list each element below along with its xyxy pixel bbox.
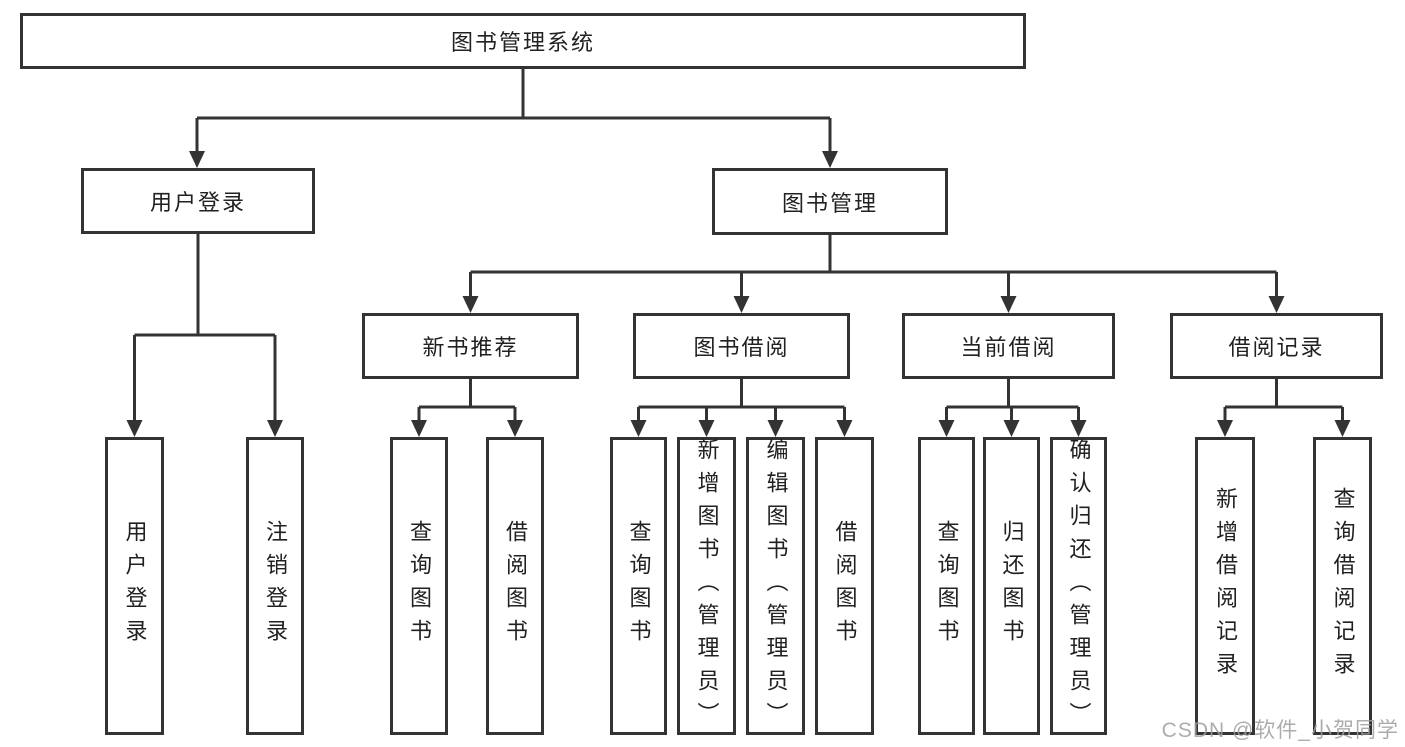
leaf-recommend-borrow-books: 借阅图书 — [486, 437, 544, 735]
node-new-book-recommend: 新书推荐 — [362, 313, 579, 379]
node-borrow-records: 借阅记录 — [1170, 313, 1383, 379]
leaf-borrow-query-books: 查询图书 — [610, 437, 667, 735]
leaf-records-query-record-label: 查询借阅记录 — [1330, 487, 1356, 685]
leaf-recommend-query-books-label: 查询图书 — [407, 520, 432, 652]
leaf-current-return-books-label: 归还图书 — [999, 520, 1025, 652]
watermark: CSDN @软件_小贺同学 — [1161, 719, 1399, 742]
node-user-login: 用户登录 — [81, 168, 315, 234]
leaf-records-add-record: 新增借阅记录 — [1195, 437, 1255, 735]
node-book-borrow: 图书借阅 — [633, 313, 850, 379]
leaf-current-query-books: 查询图书 — [918, 437, 975, 735]
leaf-borrow-borrow-books-label: 借阅图书 — [832, 520, 858, 652]
leaf-current-query-books-label: 查询图书 — [934, 520, 960, 652]
node-book-management: 图书管理 — [712, 168, 948, 235]
leaf-borrow-borrow-books: 借阅图书 — [815, 437, 874, 735]
leaf-records-query-record: 查询借阅记录 — [1313, 437, 1372, 735]
leaf-current-confirm-return-admin: 确认归还（管理员） — [1050, 437, 1107, 735]
leaf-logout-label: 注销登录 — [263, 520, 288, 652]
node-root: 图书管理系统 — [20, 13, 1026, 69]
leaf-borrow-edit-books-admin: 编辑图书（管理员） — [746, 437, 805, 735]
leaf-borrow-edit-books-admin-label: 编辑图书（管理员） — [763, 437, 789, 735]
leaf-user-login: 用户登录 — [105, 437, 164, 735]
leaf-records-add-record-label: 新增借阅记录 — [1213, 487, 1238, 685]
leaf-borrow-add-books-admin-label: 新增图书（管理员） — [694, 437, 720, 735]
leaf-recommend-query-books: 查询图书 — [390, 437, 448, 735]
leaf-user-login-label: 用户登录 — [122, 520, 148, 652]
leaf-recommend-borrow-books-label: 借阅图书 — [503, 520, 528, 652]
leaf-current-confirm-return-admin-label: 确认归还（管理员） — [1066, 437, 1092, 735]
leaf-logout: 注销登录 — [246, 437, 304, 735]
node-current-borrow: 当前借阅 — [902, 313, 1115, 379]
leaf-borrow-add-books-admin: 新增图书（管理员） — [677, 437, 736, 735]
leaf-borrow-query-books-label: 查询图书 — [626, 520, 652, 652]
leaf-current-return-books: 归还图书 — [983, 437, 1040, 735]
